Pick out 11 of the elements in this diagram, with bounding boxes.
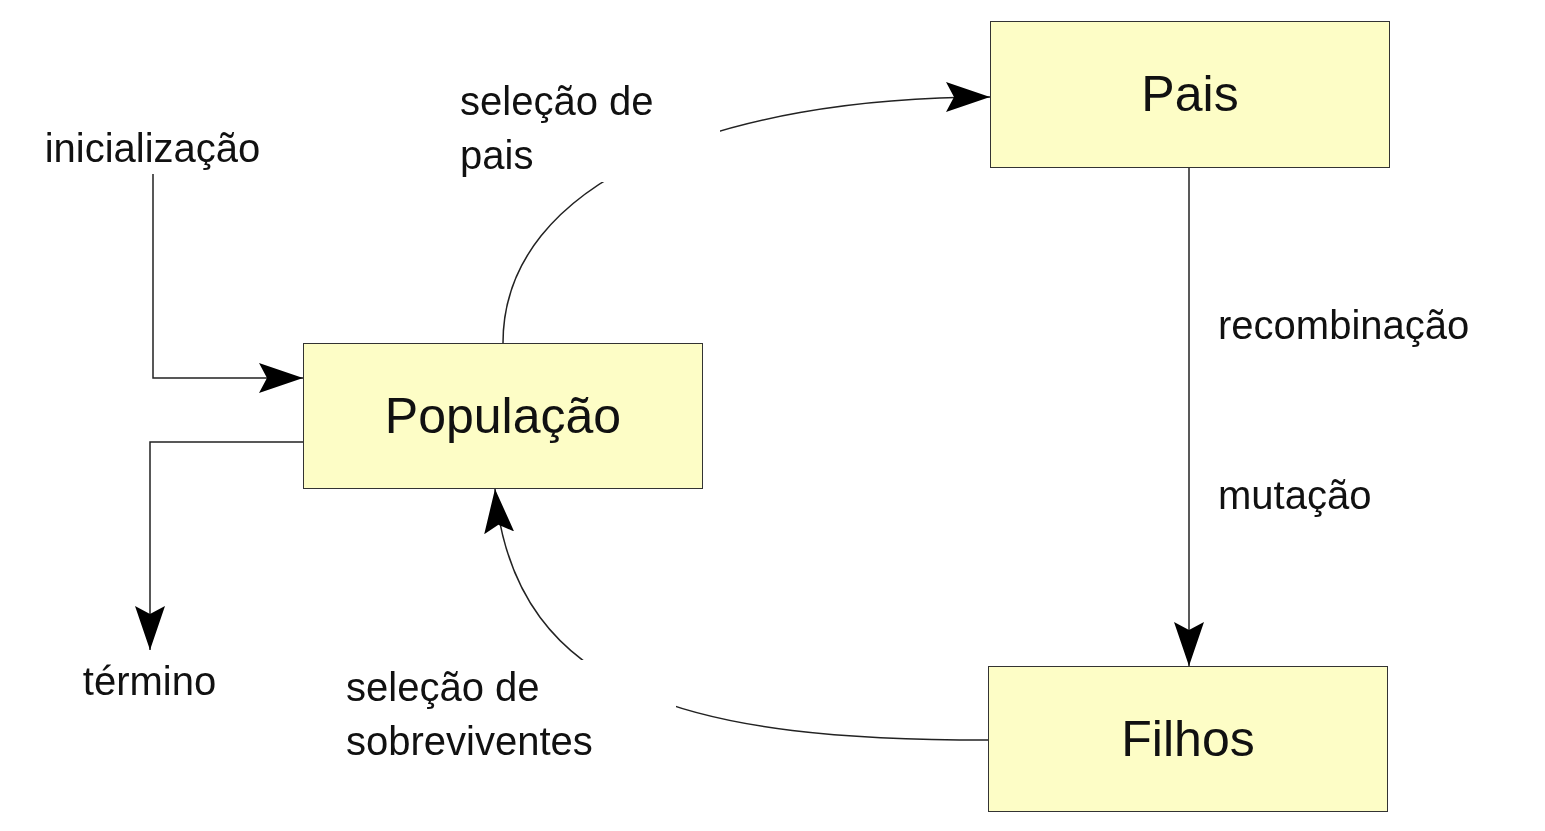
process-box xyxy=(990,21,1390,168)
arrow xyxy=(135,441,304,651)
process-box xyxy=(988,666,1388,812)
process-box xyxy=(303,343,703,489)
box-label: Filhos xyxy=(1121,711,1255,767)
arrow xyxy=(152,173,304,393)
arrow xyxy=(1174,167,1204,667)
step-label: inicialização xyxy=(44,126,261,170)
box-label: Pais xyxy=(1141,67,1239,122)
step-label: término xyxy=(82,659,217,703)
box-label: População xyxy=(384,388,622,444)
